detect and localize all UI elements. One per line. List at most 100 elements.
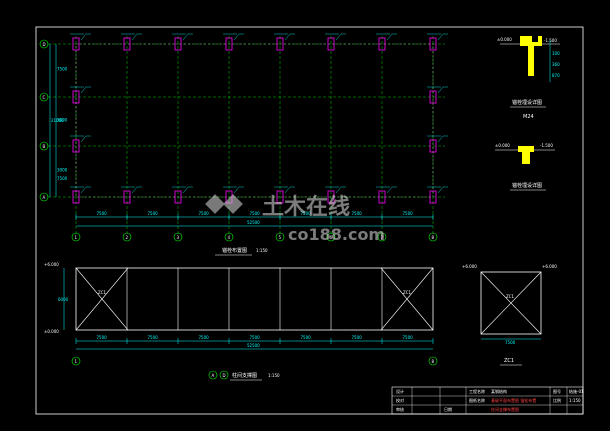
zc1-brace-label: ZC1 — [506, 294, 515, 299]
row-axis-label: A — [43, 195, 46, 200]
plan-outline — [75, 43, 434, 198]
brace-right-2 — [380, 267, 434, 331]
col-axis-bubble-8 — [428, 232, 438, 242]
column-leader — [131, 186, 138, 194]
zc1-elev-top-left: +6.000 — [462, 264, 477, 269]
row-axis-bubble-C — [39, 92, 49, 102]
drawing-frame — [35, 26, 584, 415]
col-axis-label: 2 — [126, 235, 129, 240]
column-leader — [182, 186, 189, 194]
column-base-D7 — [378, 37, 386, 51]
elevation-title-axis-a: A — [212, 373, 215, 378]
col-axis-label: 5 — [279, 235, 282, 240]
watermark-logo-right — [223, 194, 243, 214]
column-leader — [335, 186, 342, 194]
tb-number-label: 图号 — [553, 388, 561, 394]
elevation-axis-8: 8 — [432, 359, 435, 364]
plan-left-dim: 3000 — [57, 168, 68, 173]
elevation-title-axis-d-bubble — [219, 370, 229, 380]
elevation-bay-dim: 7500 — [148, 335, 159, 340]
column-leader — [131, 33, 138, 41]
elevation-top-elev: +6.000 — [44, 262, 59, 267]
col-axis-bubble-2 — [122, 232, 132, 242]
detail-2-elev-b: -1.500 — [540, 143, 553, 148]
plan-left-total: 21000 — [51, 118, 64, 123]
column-leader — [437, 186, 444, 194]
elevation-axis-1: 1 — [75, 359, 78, 364]
plan-left-dim: 7500 — [57, 67, 68, 72]
elevation-total-dim: 52500 — [247, 343, 260, 348]
elevation-axis-1-bubble — [71, 356, 81, 366]
col-axis-bubble-6 — [326, 232, 336, 242]
anchor-detail-2: ±0.000 -1.500 锚栓埋设详图 — [495, 143, 555, 191]
column-leader — [233, 33, 240, 41]
plan-bay-dim: 7500 — [352, 211, 363, 216]
row-axis-bubble-A — [39, 192, 49, 202]
column-base-C1 — [72, 90, 80, 104]
tb-sheet-label: 比例 — [553, 397, 561, 403]
watermark-text: 土木在线 — [262, 194, 350, 220]
watermark-url: co188.com — [288, 225, 385, 244]
row-axis-bubble-D — [39, 39, 49, 49]
zc1-dim: 7500 — [505, 340, 516, 345]
elevation-title-axis-d: D — [223, 373, 226, 378]
column-base-A1 — [72, 190, 80, 204]
col-axis-label: 4 — [228, 235, 231, 240]
col-axis-label: 6 — [330, 235, 333, 240]
col-axis-label: 1 — [75, 235, 78, 240]
column-leader — [182, 33, 189, 41]
detail-1-dim-3: 870 — [552, 73, 560, 78]
col-axis-label: 7 — [381, 235, 384, 240]
elevation-bay-dim: 7500 — [199, 335, 210, 340]
detail-2-title: 锚栓埋设详图 — [512, 182, 542, 189]
plan-bay-dim: 7500 — [250, 211, 261, 216]
column-base-B1 — [72, 139, 80, 153]
column-base-D5 — [276, 37, 284, 51]
plan-bay-dim: 7500 — [403, 211, 414, 216]
plan-dimensions: 7500 7500 7500 7500 7500 7500 7500 52500 7500 300… — [49, 44, 434, 227]
column-leader — [437, 33, 444, 41]
tb-drawing-label: 图纸名称 — [469, 397, 485, 403]
column-base-D4 — [225, 37, 233, 51]
column-leader — [386, 33, 393, 41]
column-base-A5 — [276, 190, 284, 204]
elevation-bottom-elev: ±0.000 — [44, 329, 59, 334]
detail-1-dim-2: 360 — [552, 62, 560, 67]
plan-total-dim: 52500 — [247, 220, 260, 225]
col-axis-bubble-4 — [224, 232, 234, 242]
plan-left-dim: 7500 — [57, 176, 68, 181]
column-leader — [80, 33, 87, 41]
anchor-bolt-shape — [520, 36, 542, 76]
detail-1-title: 锚栓埋设详图 — [512, 99, 542, 106]
plan-bay-dim: 7500 — [199, 211, 210, 216]
detail-1-label: M24 — [523, 114, 534, 120]
watermark-logo-left — [205, 194, 225, 214]
detail-1-elev-b: -1.500 — [544, 38, 557, 43]
watermark: 土木在线 co188.com — [205, 194, 385, 244]
plan-left-dim: 3000 — [57, 118, 68, 123]
row-axis-label: C — [43, 95, 46, 100]
plan-members — [70, 33, 448, 204]
tb-sheet-value: 1:150 — [569, 398, 581, 403]
plan-bay-dim: 7500 — [301, 211, 312, 216]
tb-drawing-name-2: 柱间支撑布置图 — [491, 406, 519, 412]
brace-left-2 — [75, 267, 129, 331]
tb-check-label: 校对 — [396, 397, 404, 403]
elevation-brace-label-left: ZC1 — [98, 290, 107, 295]
elevation-bay-dim: 7500 — [97, 335, 108, 340]
column-leader — [233, 186, 240, 194]
zc1-title: ZC1 — [504, 358, 514, 364]
title-block-frame — [391, 386, 584, 415]
plan-bay-dim: 7500 — [97, 211, 108, 216]
row-axis-label: D — [43, 42, 46, 47]
column-base-D3 — [174, 37, 182, 51]
column-base-D6 — [327, 37, 335, 51]
elevation-title-axis-a-bubble — [208, 370, 218, 380]
column-base-A2 — [123, 190, 131, 204]
